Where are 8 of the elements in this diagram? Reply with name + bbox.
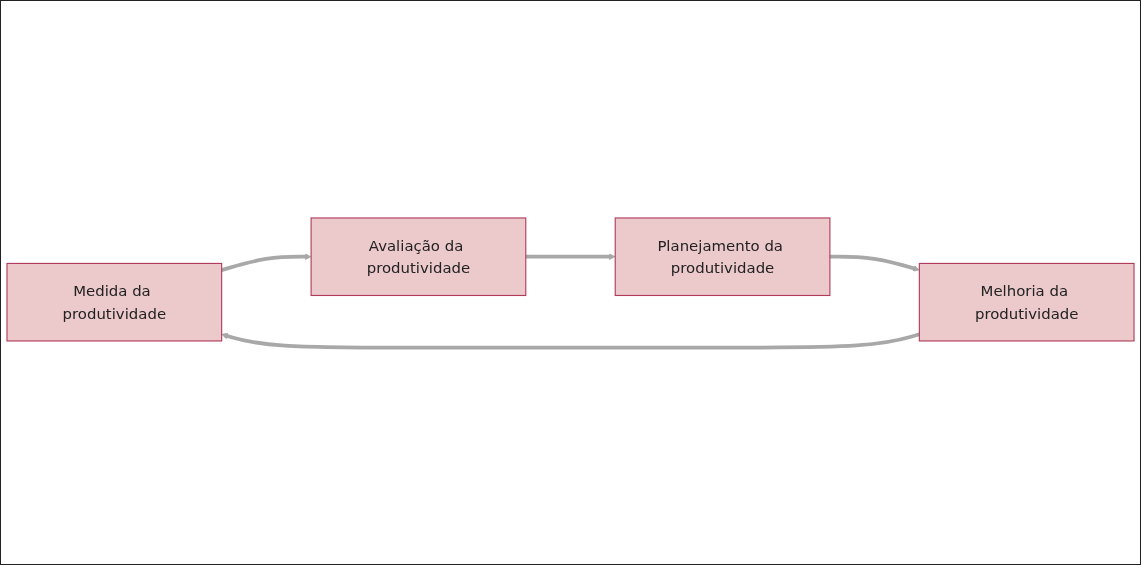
node-box: Melhoria da produtividade xyxy=(918,262,1135,342)
arrow xyxy=(221,253,312,272)
arrow xyxy=(221,332,920,350)
node-box: Planejamento da produtividade xyxy=(614,217,831,296)
node-box: Avaliação da produtividade xyxy=(310,217,527,296)
arrow xyxy=(525,253,616,260)
node-box: Medida da produtividade xyxy=(6,262,223,342)
arrow xyxy=(829,254,920,272)
